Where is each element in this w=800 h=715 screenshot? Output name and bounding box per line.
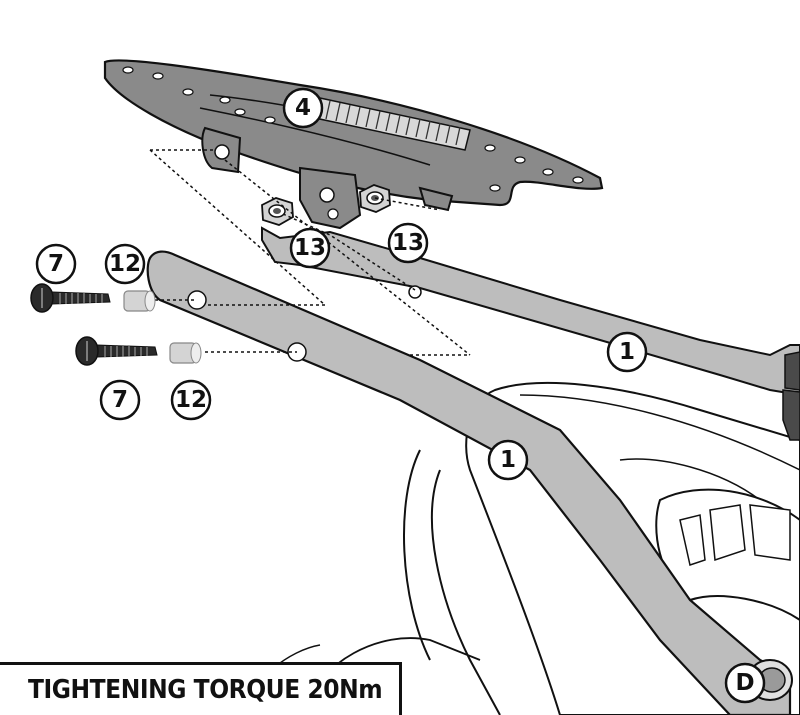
screw-top [30, 283, 111, 313]
callout-spacer-bottom-label: 12 [175, 387, 207, 413]
callout-plate-label: 4 [295, 95, 311, 121]
callout-arm-lower-label: 1 [500, 447, 516, 473]
callout-spacer-bottom: 12 [170, 379, 212, 421]
callout-nut-right: 13 [387, 222, 429, 264]
torque-note: TIGHTENING TORQUE 20Nm [28, 675, 383, 705]
callout-plate: 4 [282, 87, 324, 129]
callout-spacer-top: 12 [104, 243, 146, 285]
callout-arm-upper: 1 [606, 331, 648, 373]
callout-fixing-point-label: D [735, 670, 754, 696]
callout-screw-top: 7 [35, 243, 77, 285]
callout-nut-left: 13 [289, 227, 331, 269]
callout-arm-lower: 1 [487, 439, 529, 481]
top-plate [103, 59, 604, 230]
nut-left [261, 197, 294, 226]
callout-screw-top-label: 7 [48, 251, 64, 277]
screw-bottom [75, 336, 158, 366]
torque-note-box: TIGHTENING TORQUE 20Nm [0, 662, 402, 715]
callout-arm-upper-label: 1 [619, 339, 635, 365]
spacer-top [123, 290, 156, 312]
callout-screw-bottom: 7 [99, 379, 141, 421]
leader-lines [149, 149, 471, 356]
callout-fixing-point: D [724, 662, 766, 704]
callout-screw-bottom-label: 7 [112, 387, 128, 413]
callout-spacer-top-label: 12 [109, 251, 141, 277]
spacer-bottom [169, 342, 202, 364]
callout-nut-left-label: 13 [294, 235, 326, 261]
callout-nut-right-label: 13 [392, 230, 424, 256]
